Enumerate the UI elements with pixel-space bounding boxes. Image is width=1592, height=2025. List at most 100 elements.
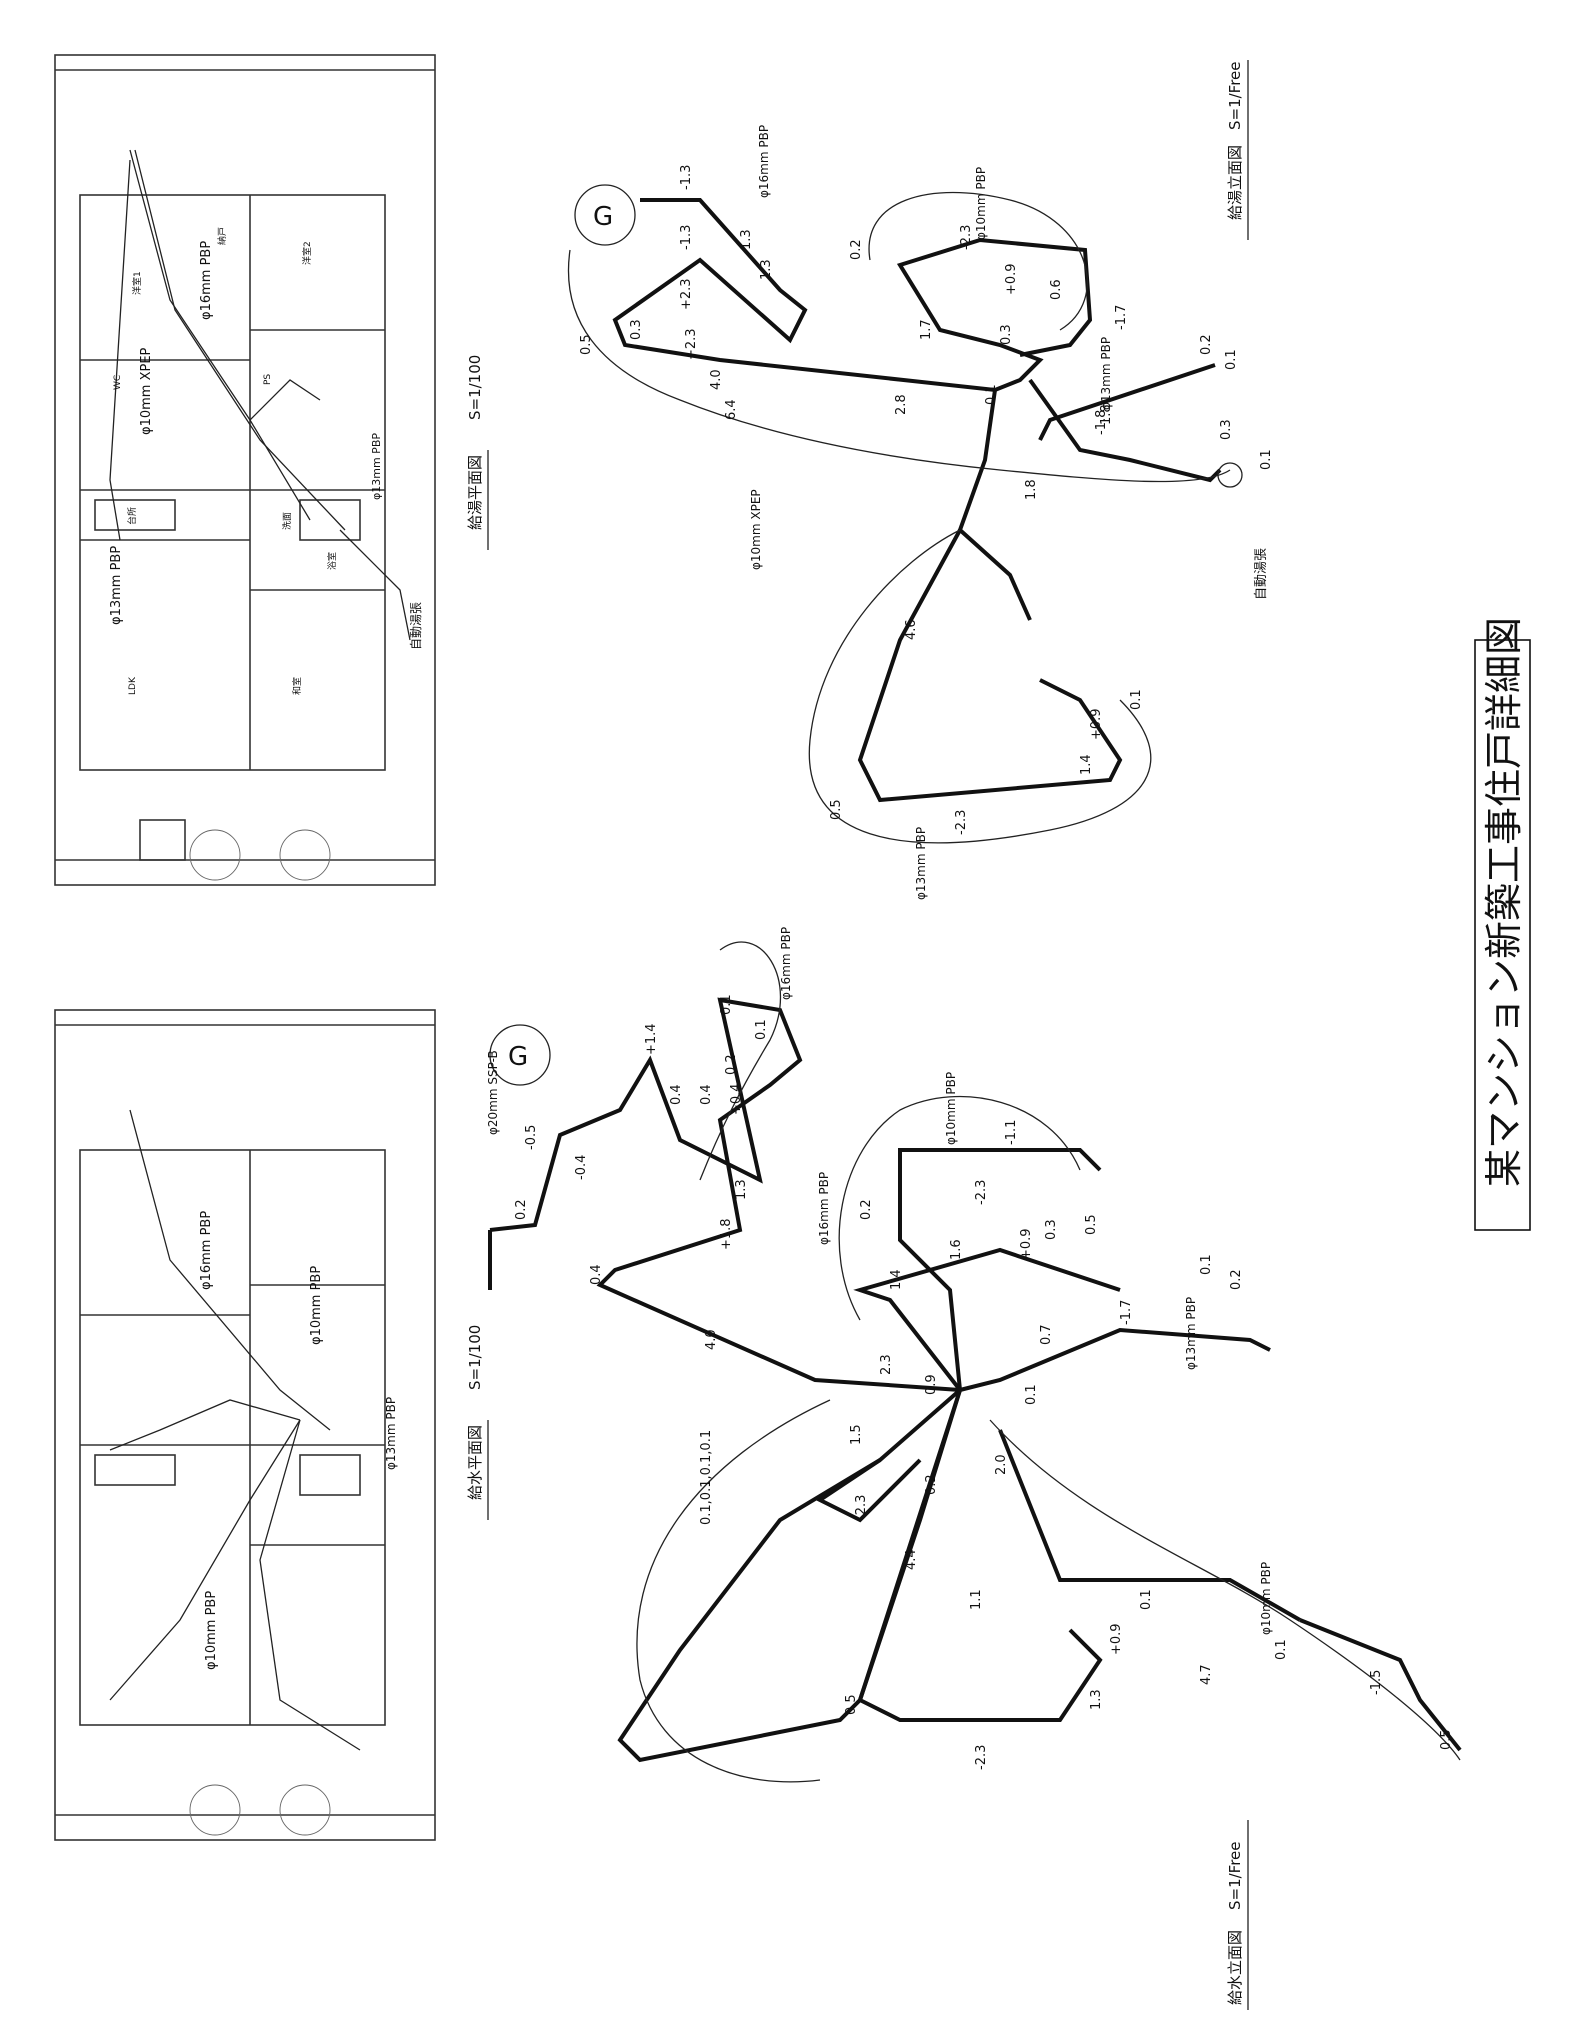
plan-pipe-label: φ13mm PBP <box>384 1397 398 1470</box>
dim-label: 0.1 <box>1139 1589 1154 1610</box>
drawing-title: 給湯平面図 <box>466 455 484 530</box>
dim-label: 0.3 <box>999 324 1014 345</box>
plan-pipe-label: φ10mm PBP <box>309 1266 324 1345</box>
dim-label: 1.5 <box>849 1424 864 1445</box>
dim-label: 0.1 <box>1274 1639 1289 1660</box>
dim-label: 0.5 <box>844 1694 859 1715</box>
dim-label: 0.1 <box>1199 1254 1214 1275</box>
pipe-callout <box>567 249 1231 483</box>
dim-label: -2.3 <box>954 810 969 835</box>
pipe-label: φ16mm PBP <box>757 125 771 198</box>
title-box <box>1474 639 1531 1231</box>
plan-outer-frame <box>54 54 436 886</box>
pipe-callout <box>699 941 781 1181</box>
dim-label: 0.7 <box>1039 1324 1054 1345</box>
dim-label: -1.7 <box>1119 1300 1134 1325</box>
pipe-label: φ16mm PBP <box>817 1172 831 1245</box>
dim-label: 1.1 <box>969 1589 984 1610</box>
hot-pipe-run <box>957 389 1032 621</box>
dim-label: 0.1,0.1,0.1,0.1 <box>699 1430 714 1525</box>
dim-label: 0.1 <box>1259 449 1274 470</box>
plan-pipe <box>259 1419 361 1751</box>
dim-label: 0.3 <box>629 319 644 340</box>
room-label: 浴室 <box>326 552 338 570</box>
auto-fill-label: 自動湯張 <box>1254 548 1269 600</box>
pipe-callout <box>636 1399 831 1783</box>
water-pipe-run <box>816 1388 962 1523</box>
dim-label: -1.3 <box>679 225 694 250</box>
sheet-title: 某マンション新築工事住戸詳細図 <box>1482 617 1526 1187</box>
dim-label: 0.2 <box>514 1199 529 1220</box>
dim-label: 4.0 <box>709 369 724 390</box>
dim-label: 6.4 <box>724 399 739 420</box>
dim-label: -2.3 <box>974 1745 989 1770</box>
plan-pipe-label: φ10mm PBP <box>204 1591 219 1670</box>
dim-label: 1.3 <box>759 259 774 280</box>
dim-label: 0.4 <box>669 1084 684 1105</box>
pipe-label: φ13mm PBP <box>1099 337 1113 410</box>
water-pipe-run <box>857 1389 1103 1722</box>
drawing-title: 給水立面図 <box>1226 1930 1244 2005</box>
water-pipe-run <box>959 1327 1271 1392</box>
drawing-scale: S=1/Free <box>1226 61 1244 130</box>
dim-label: 0.5 <box>1439 1729 1454 1750</box>
dim-label: 1.3 <box>739 229 754 250</box>
pipe-label: φ13mm PBP <box>1184 1297 1198 1370</box>
dim-label: 1.4 <box>889 1269 904 1290</box>
dim-label: 1.3 <box>734 1179 749 1200</box>
dim-label: 1.8 <box>1099 404 1114 425</box>
kitchen-counter <box>94 499 176 531</box>
room-label: 和室 <box>291 677 303 695</box>
plan-pipe-label: φ13mm PBP <box>370 433 383 500</box>
dim-label: 0.1 <box>719 994 734 1015</box>
dim-label: 4.6 <box>904 619 919 640</box>
bath-auto-fill-symbol <box>1217 462 1243 488</box>
water-pipe-run <box>853 1247 1121 1392</box>
dim-label: 2.8 <box>894 394 909 415</box>
dim-label: 4.4 <box>904 1549 919 1570</box>
water-pipe-run <box>1299 1618 1462 1752</box>
dim-label: +1.4 <box>644 1023 659 1055</box>
dim-label: -2.3 <box>854 1495 869 1520</box>
pipe-label: φ16mm PBP <box>779 927 793 1000</box>
water-pipe-run <box>998 1429 1301 1622</box>
hot-pipe-run <box>1038 363 1216 441</box>
drawing-scale: S=1/100 <box>466 355 484 420</box>
dim-label: -1.7 <box>1114 305 1129 330</box>
plan-pipe <box>109 1399 301 1451</box>
water-heater-symbol <box>574 184 636 246</box>
outdoor-unit <box>279 829 331 881</box>
dim-label: 0.5 <box>579 334 594 355</box>
drawing-title: 給湯立面図 <box>1226 145 1244 220</box>
pipe-callout <box>868 191 1088 331</box>
pipe-callout <box>989 1419 1461 1761</box>
dim-label: 0.3 <box>1044 1219 1059 1240</box>
plan-pipe <box>134 149 346 531</box>
dim-label: 0.3 <box>1219 419 1234 440</box>
dim-label: 0.2 <box>1229 1269 1244 1290</box>
dim-label: 1.8 <box>1024 479 1039 500</box>
dim-label: 0.5 <box>1084 1214 1099 1235</box>
bathtub <box>299 1454 361 1496</box>
dim-label: 1.4 <box>1079 754 1094 775</box>
dim-label: 1.6 <box>949 1239 964 1260</box>
water-pipe-run <box>898 1148 1102 1391</box>
dim-label: -0.5 <box>524 1125 539 1150</box>
dim-label: 0.9 <box>924 1374 939 1395</box>
dim-label: +0.4 <box>729 1083 744 1115</box>
pipe-label: φ10mm XPEP <box>749 489 763 570</box>
plan-pipe <box>249 379 321 421</box>
plan-pipe <box>109 1419 301 1701</box>
dim-label: 0.2 <box>849 239 864 260</box>
dim-label: 0.1 <box>1224 349 1239 370</box>
plan-inner-walls <box>79 194 386 771</box>
dim-label: 0.2 <box>924 1474 939 1495</box>
plan-inner-walls <box>79 1149 386 1726</box>
water-supply-elevation: G φ20mm SSP-B φ16mm PBP φ16mm PBP φ10mm … <box>486 927 1462 2010</box>
dim-label: -0.4 <box>574 1155 589 1180</box>
dim-label: +0.9 <box>1004 263 1019 295</box>
dim-label: -1.3 <box>679 165 694 190</box>
dim-label: +0.9 <box>1019 1228 1034 1260</box>
drawing-title: 給水平面図 <box>466 1425 484 1500</box>
